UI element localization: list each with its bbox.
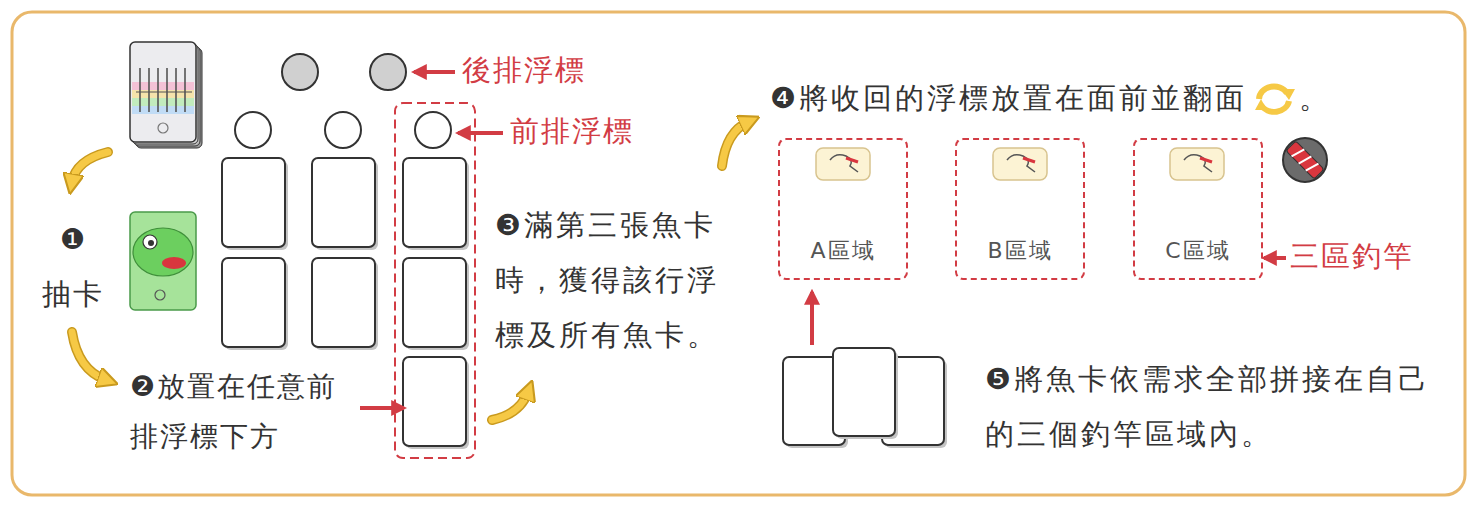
card-slot <box>403 357 466 446</box>
fish-card <box>155 290 165 300</box>
yellow-arrow <box>722 122 748 166</box>
fish-card <box>130 212 196 310</box>
fish-card <box>148 240 154 246</box>
rod-icon <box>1292 147 1319 174</box>
region-label: A區域 <box>810 236 875 266</box>
card-deck <box>136 91 192 92</box>
rod-region: C區域 <box>1133 138 1263 280</box>
flip-icon <box>1281 89 1295 100</box>
card-pile <box>833 348 895 436</box>
rod-icon <box>1286 141 1324 179</box>
rod-token <box>1170 148 1224 180</box>
callout-number: ❶ <box>60 222 87 258</box>
rod-token <box>1023 158 1035 162</box>
panel <box>12 12 1465 495</box>
rod-token <box>830 155 858 172</box>
card-deck <box>158 123 168 133</box>
front-float <box>235 112 451 148</box>
yellow-arrow <box>72 152 108 182</box>
red-arrow <box>810 292 814 345</box>
step-text: 抽卡 <box>42 276 104 314</box>
red-arrow <box>414 70 455 74</box>
card-pile <box>783 348 947 448</box>
flip-icon <box>1251 79 1297 119</box>
fish-card <box>130 212 196 310</box>
region-label: C區域 <box>1165 236 1230 266</box>
rod-token <box>816 148 1224 180</box>
yellow-arrow <box>492 392 528 420</box>
card-slot <box>222 158 285 247</box>
card-slot <box>312 258 375 347</box>
step-text: 。 <box>1299 80 1330 118</box>
red-arrow <box>360 406 404 410</box>
rod-token <box>816 148 870 180</box>
yellow-arrow <box>72 332 106 380</box>
rod-token <box>993 148 1047 180</box>
rod-token <box>1200 158 1212 162</box>
flip-icon <box>1261 101 1289 112</box>
flip-icon <box>1259 86 1287 99</box>
card-deck <box>130 42 196 142</box>
rod-icon <box>1283 138 1327 182</box>
card-deck <box>130 42 202 148</box>
yellow-arrow <box>722 122 748 166</box>
back-float <box>282 54 318 90</box>
red-arrow <box>458 131 503 135</box>
rod-label: 三區釣竿 <box>1290 238 1414 276</box>
rod-region: A區域 <box>778 138 908 280</box>
back-float <box>370 54 406 90</box>
rod-region: B區域 <box>955 138 1085 280</box>
card-slot <box>312 158 375 247</box>
card-slot <box>222 158 469 449</box>
step-text: ❹將收回的浮標放置在面前並翻面 <box>770 80 1247 118</box>
yellow-arrow <box>72 152 108 182</box>
step-text: ❸滿第三張魚卡時，獲得該行浮標及所有魚卡。 <box>495 198 747 363</box>
rod-icon <box>1283 138 1327 182</box>
rod-token <box>1007 155 1035 172</box>
front-float <box>415 112 451 148</box>
card-slot <box>403 258 466 347</box>
float-label: 前排浮標 <box>510 113 634 151</box>
card-slot <box>403 158 466 247</box>
rod-token <box>1184 155 1212 172</box>
front-float <box>235 112 271 148</box>
fish-card <box>162 257 186 269</box>
back-float <box>282 54 406 90</box>
float-label: 後排浮標 <box>462 52 586 90</box>
card-slot <box>222 258 285 347</box>
yellow-arrow <box>72 332 106 380</box>
fish-card <box>133 228 193 276</box>
front-float <box>325 112 361 148</box>
step-text: ❺將魚卡依需求全部拼接在自己的三個釣竿區域內。 <box>985 352 1440 462</box>
dashed-bracket <box>395 103 475 458</box>
yellow-arrow <box>492 392 528 420</box>
red-arrow <box>1264 256 1286 260</box>
flip-icon <box>1255 99 1267 110</box>
card-deck <box>140 68 185 112</box>
fish-card <box>143 235 157 249</box>
region-label: B區域 <box>987 236 1052 266</box>
rod-icon <box>1286 141 1324 179</box>
rod-token <box>846 158 858 162</box>
step-text: ❷放置在任意前排浮標下方 <box>130 362 366 462</box>
